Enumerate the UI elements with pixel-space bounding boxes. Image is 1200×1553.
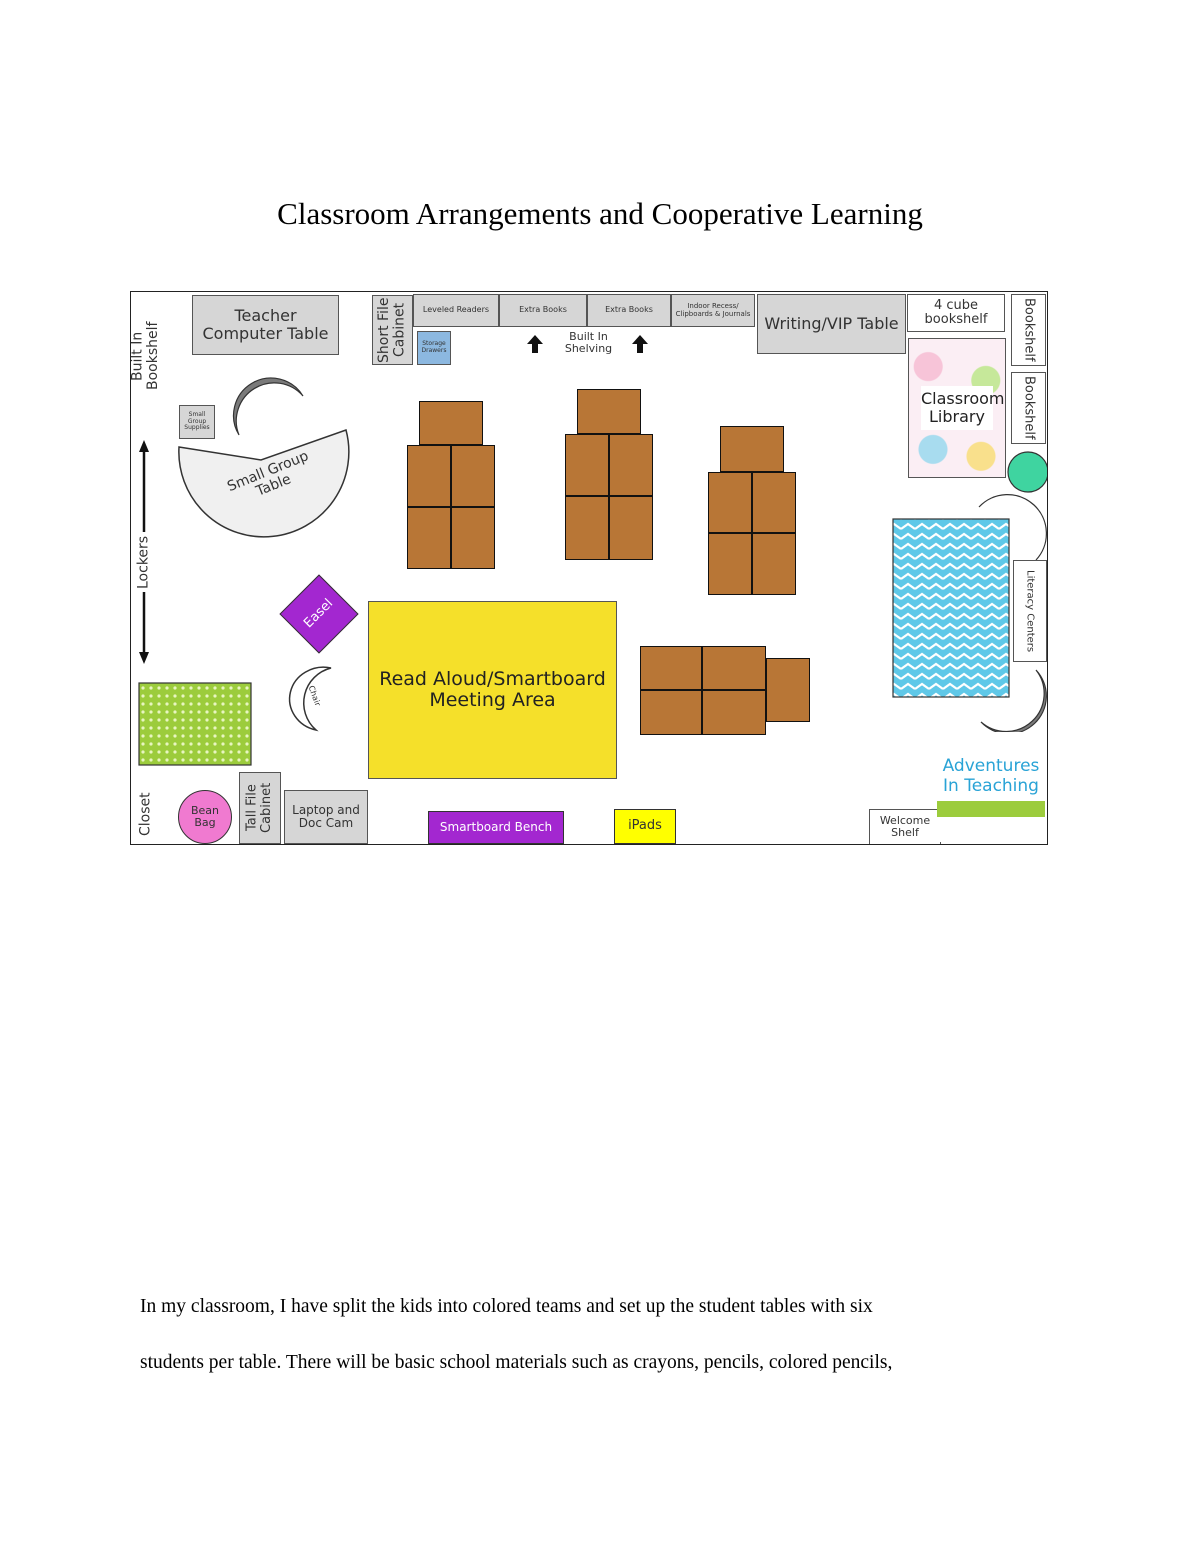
student-desk [702, 690, 766, 735]
chair-shape [232, 377, 304, 436]
chevron-rug [892, 518, 1010, 698]
storage-drawers: Storage Drawers [417, 331, 451, 365]
paragraph-line-1: In my classroom, I have split the kids i… [140, 1296, 873, 1317]
writing-vip-table: Writing/VIP Table [757, 294, 906, 354]
small-group-supplies: Small Group Supplies [179, 405, 215, 439]
logo-text: Adventures In Teaching [942, 756, 1040, 796]
student-desk [407, 507, 451, 569]
bookshelf-1: Bookshelf [1011, 294, 1046, 366]
teacher-computer-table: Teacher Computer Table [192, 295, 339, 355]
laptop-doc-cam: Laptop and Doc Cam [284, 790, 368, 844]
student-desk [640, 690, 702, 735]
cube-bookshelf: 4 cube bookshelf [907, 294, 1005, 332]
student-desk [766, 658, 810, 722]
shelf-leveled-readers: Leveled Readers [413, 294, 499, 327]
student-desk [565, 434, 609, 496]
student-desk [565, 496, 609, 560]
floor-plan-shapes [138, 335, 1047, 766]
bookshelf-2: Bookshelf [1011, 372, 1046, 444]
welcome-shelf: Welcome Shelf [869, 809, 941, 844]
shelf-extra-books-2: Extra Books [587, 294, 671, 327]
page-title: Classroom Arrangements and Cooperative L… [277, 196, 923, 231]
student-desk [708, 533, 752, 595]
student-desk [609, 496, 653, 560]
classroom-library: Classroom Library [908, 338, 1006, 478]
student-desk [720, 426, 784, 472]
classroom-floor-plan: Built In Bookshelf Teacher Computer Tabl… [130, 291, 1048, 845]
student-desk [451, 507, 495, 569]
lockers-label: Lockers [135, 535, 152, 589]
student-desk [609, 434, 653, 496]
smartboard-bench: Smartboard Bench [428, 811, 564, 844]
student-desk [752, 472, 796, 533]
shelf-indoor-recess: Indoor Recess/ Clipboards & Journals [671, 294, 755, 327]
student-desk [451, 445, 495, 507]
logo-stripe [937, 800, 1045, 817]
meeting-area: Read Aloud/Smartboard Meeting Area [368, 601, 617, 779]
built-in-bookshelf-label: Built In Bookshelf [130, 321, 161, 391]
paragraph-line-2: students per table. There will be basic … [140, 1352, 893, 1373]
student-desk [752, 533, 796, 595]
ipads: iPads [614, 809, 676, 844]
adventures-in-teaching-logo: Adventures In Teaching [937, 732, 1045, 842]
student-desk [640, 646, 702, 690]
green-rug [138, 682, 252, 766]
bean-bag: Bean Bag [178, 790, 232, 844]
tall-file-cabinet: Tall File Cabinet [239, 772, 281, 844]
classroom-library-label: Classroom Library [921, 386, 1004, 430]
short-file-cabinet: Short File Cabinet [372, 295, 413, 365]
student-desk [419, 401, 483, 445]
literacy-centers: Literacy Centers [1013, 560, 1047, 662]
student-desk [702, 646, 766, 690]
closet-label: Closet [137, 792, 154, 836]
shelf-extra-books: Extra Books [499, 294, 587, 327]
easel-label: Easel [301, 596, 337, 632]
student-desk [708, 472, 752, 533]
small-group-table-shape [178, 429, 350, 538]
round-stool [1007, 451, 1047, 493]
student-desk [577, 389, 641, 434]
built-in-shelving-label: Built In Shelving [564, 329, 613, 355]
chair-white-shape [288, 666, 332, 732]
student-desk [407, 445, 451, 507]
